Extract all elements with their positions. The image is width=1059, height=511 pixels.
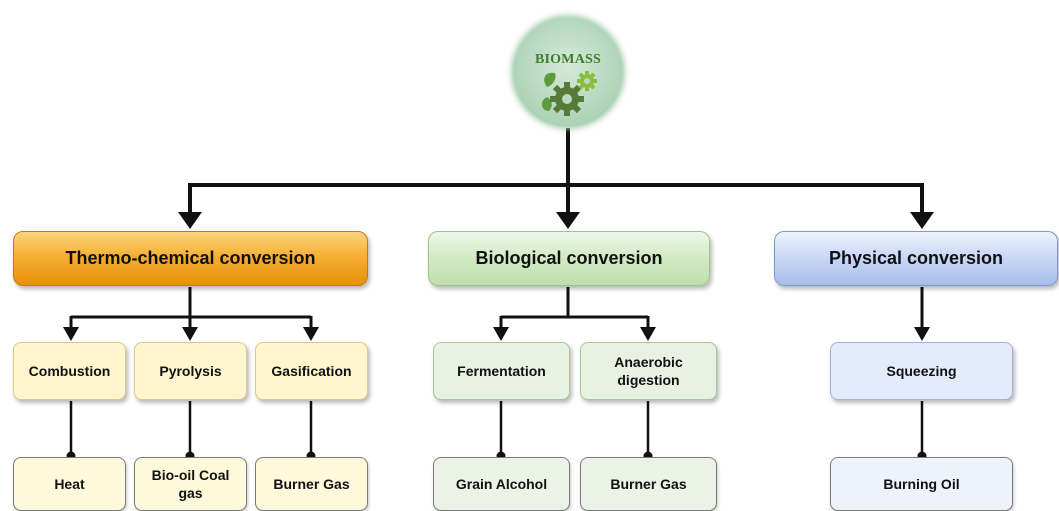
product-label: Burning Oil xyxy=(883,476,960,492)
process-squeezing: Squeezing xyxy=(830,342,1013,400)
process-label: Pyrolysis xyxy=(159,363,222,379)
arrowhead-fermentation xyxy=(493,327,509,341)
biomass-root-node: BIOMASS xyxy=(513,17,623,127)
process-label: Fermentation xyxy=(457,363,546,379)
process-label: Gasification xyxy=(271,363,352,379)
product-heat: Heat xyxy=(13,457,126,511)
process-label: Combustion xyxy=(28,363,111,379)
product-burner-gas-thermo: Burner Gas xyxy=(255,457,368,511)
process-label: Squeezing xyxy=(886,363,957,379)
product-label: Burner Gas xyxy=(610,476,687,492)
biological-header: Biological conversion xyxy=(428,231,710,286)
arrowhead-anaerobic xyxy=(640,327,656,341)
thermo-chemical-title: Thermo-chemical conversion xyxy=(65,248,316,268)
product-label: Bio-oil Coal gas xyxy=(151,467,230,501)
biological-title: Biological conversion xyxy=(475,248,663,268)
product-burner-gas-biological: Burner Gas xyxy=(580,457,717,511)
biomass-label: BIOMASS xyxy=(535,52,601,67)
process-label: Anaerobic digestion xyxy=(614,354,683,388)
arrowhead-squeezing xyxy=(914,327,930,341)
physical-header: Physical conversion xyxy=(774,231,1058,286)
process-combustion: Combustion xyxy=(13,342,126,400)
arrowhead-thermo xyxy=(178,212,202,229)
gears-leaves-icon xyxy=(541,71,597,116)
arrowhead-physical xyxy=(910,212,934,229)
process-fermentation: Fermentation xyxy=(433,342,570,400)
process-gasification: Gasification xyxy=(255,342,368,400)
arrowhead-combustion xyxy=(63,327,79,341)
product-label: Burner Gas xyxy=(273,476,350,492)
product-label: Grain Alcohol xyxy=(455,476,548,492)
process-pyrolysis: Pyrolysis xyxy=(134,342,247,400)
product-grain-alcohol: Grain Alcohol xyxy=(433,457,570,511)
arrowhead-biological xyxy=(556,212,580,229)
process-anaerobic-digestion: Anaerobic digestion xyxy=(580,342,717,400)
product-burning-oil: Burning Oil xyxy=(830,457,1013,511)
arrowhead-pyrolysis xyxy=(182,327,198,341)
product-bio-oil-coal-gas: Bio-oil Coal gas xyxy=(134,457,247,511)
thermo-chemical-header: Thermo-chemical conversion xyxy=(13,231,368,286)
physical-title: Physical conversion xyxy=(828,248,1004,268)
arrowhead-gasification xyxy=(303,327,319,341)
product-label: Heat xyxy=(54,476,85,492)
